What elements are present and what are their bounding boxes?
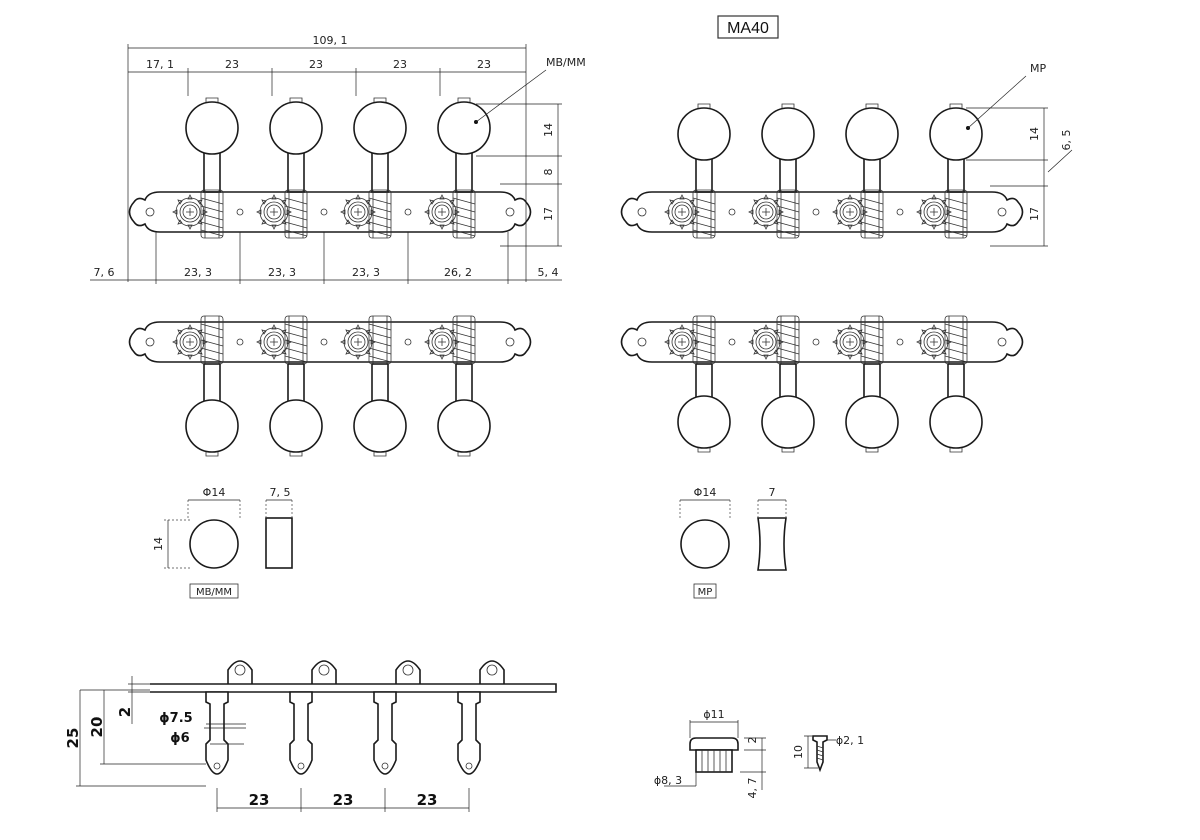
dim-mp-v17: 17 [1028, 207, 1041, 221]
knob-detail-mp: Φ14 7 MP [679, 486, 787, 599]
dim-seg0: 17, 1 [146, 58, 174, 71]
dim-b-left: 7, 6 [94, 266, 115, 279]
knob-mbmm-width: 7, 5 [270, 486, 291, 499]
bushing-detail: ϕ11 2 ϕ8, 3 4, 7 [654, 708, 766, 799]
bushing-h2: 2 [746, 737, 759, 744]
bushing-d11: ϕ11 [703, 708, 724, 721]
model-title: MA40 [727, 20, 769, 37]
label-mp: MP [1030, 62, 1046, 75]
dim-seg1: 23 [225, 58, 239, 71]
side-h25: 25 [64, 728, 82, 749]
dim-mp-v65: 6, 5 [1060, 130, 1073, 151]
label-mb-mm: MB/MM [546, 56, 586, 69]
screw-len: 10 [792, 745, 805, 759]
knob-detail-mbmm: Φ14 14 7, 5 MB/MM [152, 486, 293, 599]
dim-b-right: 5, 4 [538, 266, 559, 279]
knobs [185, 101, 491, 155]
dim-b4: 26, 2 [444, 266, 472, 279]
knob-mbmm-dia: Φ14 [203, 486, 226, 499]
side-h20: 20 [88, 717, 106, 738]
dim-b1: 23, 3 [184, 266, 212, 279]
bushing-h47: 4, 7 [746, 778, 759, 799]
knob-mp-caption: MP [698, 587, 713, 598]
side-view: 25 20 2 ϕ7.5 ϕ6 23 23 23 [64, 660, 557, 812]
dim-v14: 14 [542, 123, 555, 137]
dim-b2: 23, 3 [268, 266, 296, 279]
assembly-top-right: MP 14 6, 5 17 [620, 62, 1073, 247]
side-d75: ϕ7.5 [159, 711, 192, 726]
dim-v17: 17 [542, 207, 555, 221]
bushing-d83: ϕ8, 3 [654, 774, 682, 787]
knob-mbmm-height: 14 [152, 537, 165, 551]
side-d6: ϕ6 [170, 731, 189, 746]
screw-dia: ϕ2, 1 [836, 734, 864, 747]
knob-mp-dia: Φ14 [694, 486, 717, 499]
side-h2: 2 [116, 707, 134, 717]
dim-mp-v14: 14 [1028, 127, 1041, 141]
dim-seg4: 23 [477, 58, 491, 71]
assembly-mid-left [128, 315, 532, 457]
screw-detail: 10 ϕ2, 1 [792, 734, 864, 773]
knob-mp-width: 7 [769, 486, 776, 499]
dim-seg3: 23 [393, 58, 407, 71]
dim-b3: 23, 3 [352, 266, 380, 279]
side-p3: 23 [417, 791, 438, 809]
title-box: MA40 [717, 15, 779, 39]
dim-seg2: 23 [309, 58, 323, 71]
side-p1: 23 [249, 791, 270, 809]
dim-total: 109, 1 [313, 34, 348, 47]
knob-mbmm-caption: MB/MM [196, 587, 232, 598]
dim-v8: 8 [542, 169, 555, 176]
assembly-mid-right [620, 315, 1024, 453]
assembly-top-left: MB/MM 109, 1 17, 1 23 23 23 23 7, 6 23, … [90, 34, 586, 284]
side-p2: 23 [333, 791, 354, 809]
shafts [203, 139, 473, 193]
